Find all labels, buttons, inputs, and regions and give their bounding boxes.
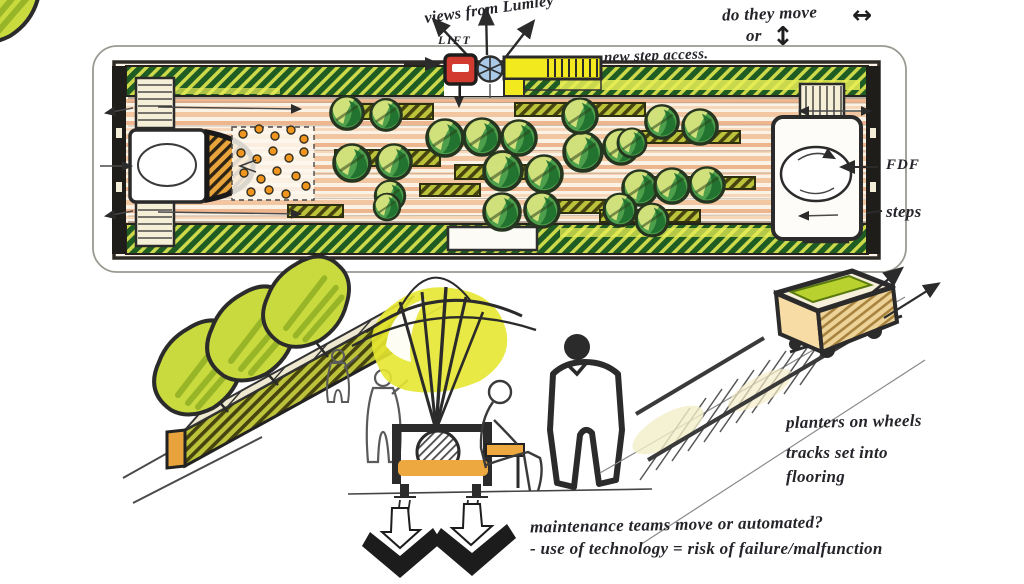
person-outline: [326, 349, 359, 403]
left-lift-core: [128, 128, 256, 204]
right-end-wall: [866, 66, 880, 254]
step-access-stairs: [502, 55, 603, 97]
tree-icon: [616, 127, 648, 159]
tree-icon: [688, 166, 726, 204]
move-vertical-arrow-icon: ↕: [772, 22, 794, 52]
tree-icon: [500, 119, 538, 157]
tree-icon: [653, 167, 691, 205]
standing-person: [547, 334, 625, 490]
technology-risk-note: - use of technology = risk of failure/ma…: [530, 539, 883, 558]
or-label: or: [746, 26, 762, 45]
wagon-soil: [788, 274, 875, 304]
down-arrow-icon: [362, 499, 442, 578]
tree-icon: [634, 202, 670, 238]
tree-icon: [523, 191, 561, 229]
tree-icon: [425, 118, 465, 158]
right-lift-core: [771, 115, 863, 241]
bench-seat: [398, 460, 488, 476]
left-top-steps: [134, 76, 176, 130]
tree-icon: [524, 154, 564, 194]
planter-train-sketch: [0, 0, 446, 504]
view-arrows: [431, 6, 536, 59]
down-arrow-icon: [432, 499, 516, 576]
seating-dots-area: [231, 124, 315, 201]
fdf-label: FDF: [886, 157, 920, 173]
planters-on-wheels-note: planters on wheels: [785, 410, 922, 433]
steps-label: steps: [886, 202, 922, 221]
tree-icon: [329, 95, 365, 131]
tree-icon: [372, 192, 402, 222]
viewpoint-icon: [476, 55, 504, 83]
tree-icon: [681, 108, 719, 146]
train-tree-icon: [263, 257, 349, 347]
tracks-note-line1: tracks set into: [786, 443, 888, 462]
ground-line: [347, 488, 653, 495]
steps-pointer-dash: [865, 210, 883, 214]
tracks-note-line2: flooring: [786, 467, 846, 486]
tree-icon: [482, 150, 524, 192]
tree-icon: [562, 131, 604, 173]
wagon-planter: [773, 268, 903, 358]
wagon-direction-arrow: [883, 282, 941, 319]
tree-icon: [602, 192, 638, 228]
sitting-person: [479, 379, 543, 492]
tree-icon: [644, 104, 680, 140]
lift-label: LIFT: [438, 33, 472, 47]
planter-wagon-sketch: [599, 266, 941, 546]
tree-icon: [462, 117, 502, 157]
deck-bench-notch: [446, 225, 539, 252]
left-bottom-steps: [134, 194, 176, 248]
bench-armrest: [485, 443, 525, 457]
tree-icon: [369, 98, 403, 132]
lift-icon: [443, 53, 478, 98]
rail: [634, 336, 766, 416]
bench-planter: [392, 422, 525, 498]
tree-icon: [482, 192, 522, 232]
wagon-direction-arrow: [867, 266, 905, 298]
planter-train-endcap: [165, 428, 187, 470]
tree-icon: [375, 143, 413, 181]
train-tree-icon: [0, 0, 40, 43]
planter-bench-section-sketch: [347, 276, 653, 578]
do-they-move-label: do they move: [721, 2, 818, 25]
tree-fronds: [351, 276, 537, 431]
move-horizontal-arrow-icon: ↔: [852, 1, 873, 29]
plan-boundary: [92, 45, 907, 273]
left-end-wall: [112, 66, 126, 254]
deck-flow-arrows: [100, 84, 873, 221]
tree-icon: [561, 97, 599, 135]
tree-icon: [332, 143, 372, 183]
